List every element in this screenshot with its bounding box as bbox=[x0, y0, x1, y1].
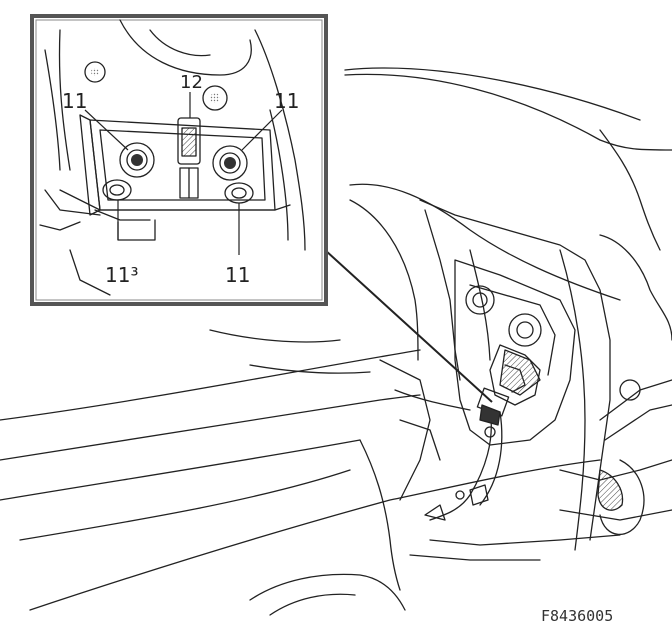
bulb-socket-1 bbox=[465, 285, 495, 315]
bulb-socket-1-inner bbox=[472, 292, 488, 308]
grille-inner bbox=[269, 593, 356, 616]
headlamp-housing bbox=[419, 199, 611, 541]
inset-socket-left bbox=[119, 142, 155, 178]
fender-curve-2 bbox=[349, 199, 419, 361]
headlamp-housing-inner bbox=[424, 209, 461, 381]
clip-1 bbox=[424, 504, 446, 521]
inset-panel-inner bbox=[99, 129, 266, 201]
bumper-inner-left bbox=[379, 359, 431, 501]
bumper-inner-mid bbox=[394, 389, 471, 411]
bracket-right-2 bbox=[604, 404, 672, 441]
inset-lower-bracket bbox=[94, 209, 151, 221]
inset-socket-left-mid bbox=[126, 149, 148, 171]
inset-frame bbox=[30, 14, 328, 306]
hood-inner-line bbox=[344, 67, 641, 121]
detail-inset: 12 11 11 11³ 11 bbox=[30, 14, 328, 306]
bumper-line-1 bbox=[0, 349, 421, 421]
bumper-line-8 bbox=[249, 364, 371, 374]
inset-panel-base bbox=[59, 189, 291, 211]
bumper-lower-right-2 bbox=[559, 509, 672, 521]
callout-upper-right-label: 11 bbox=[274, 89, 299, 113]
callout-lower-left-label: 11³ bbox=[105, 263, 138, 287]
hood-outline bbox=[344, 73, 672, 151]
figure-code: F8436005 bbox=[541, 607, 613, 625]
main-view bbox=[0, 67, 672, 616]
fog-lamp-socket bbox=[619, 379, 641, 401]
inset-lower-socket-left bbox=[102, 179, 132, 201]
callout-lower-right-label: 11 bbox=[225, 263, 250, 287]
connector-cluster bbox=[489, 344, 541, 406]
inset-leader-line bbox=[324, 249, 493, 403]
inset-body-right bbox=[254, 29, 306, 251]
clip-2 bbox=[469, 484, 489, 506]
inset-body-left bbox=[58, 29, 71, 171]
screw-1 bbox=[484, 426, 496, 438]
inset-body-right-2 bbox=[269, 109, 289, 241]
bulb-socket-2 bbox=[508, 313, 542, 347]
grille-outline bbox=[249, 573, 406, 611]
inset-center-connector bbox=[177, 117, 201, 165]
bumper-line-3 bbox=[0, 439, 361, 501]
callout-top-label: 12 bbox=[180, 72, 203, 93]
lower-edge bbox=[429, 534, 621, 546]
bracket-right bbox=[599, 379, 672, 421]
panel-vertical-2 bbox=[559, 249, 586, 551]
panel-vertical bbox=[469, 249, 491, 361]
inset-housing-top bbox=[119, 19, 252, 76]
wheel-arch-top bbox=[599, 234, 672, 341]
bumper-line-5 bbox=[29, 459, 601, 611]
callout-upper-left-label: 11 bbox=[62, 89, 87, 113]
lamp-unit-outline bbox=[454, 259, 576, 446]
shaded-connector bbox=[479, 404, 501, 426]
shaded-arch bbox=[597, 469, 624, 511]
bumper-line-7 bbox=[209, 329, 341, 343]
inset-callout-leaders bbox=[84, 92, 283, 255]
bumper-line-4 bbox=[19, 469, 351, 541]
inset-socket-right-mid bbox=[219, 152, 241, 174]
inset-socket-right bbox=[212, 145, 248, 181]
bumper-line-2 bbox=[0, 394, 421, 461]
body-edge-right bbox=[599, 129, 661, 251]
bumper-line-6 bbox=[359, 439, 401, 591]
bulb-socket-2-inner bbox=[516, 321, 534, 339]
shaded-lamp-area bbox=[499, 349, 541, 396]
inset-body-left-2 bbox=[44, 49, 61, 171]
wire-harness-2 bbox=[479, 411, 503, 506]
lamp-bracket bbox=[469, 284, 556, 376]
wire-harness bbox=[429, 409, 492, 521]
fog-lamp-ring bbox=[599, 459, 645, 536]
inset-knob-right bbox=[202, 85, 228, 111]
bumper-support bbox=[399, 419, 441, 461]
fender-curve bbox=[349, 183, 621, 301]
screw-2 bbox=[455, 490, 465, 500]
bumper-lower-right bbox=[559, 459, 672, 481]
inset-panel-bottom bbox=[44, 189, 101, 216]
inset-housing-top-2 bbox=[149, 29, 211, 57]
lower-edge-2 bbox=[409, 554, 541, 561]
inset-knob-left bbox=[84, 61, 106, 83]
